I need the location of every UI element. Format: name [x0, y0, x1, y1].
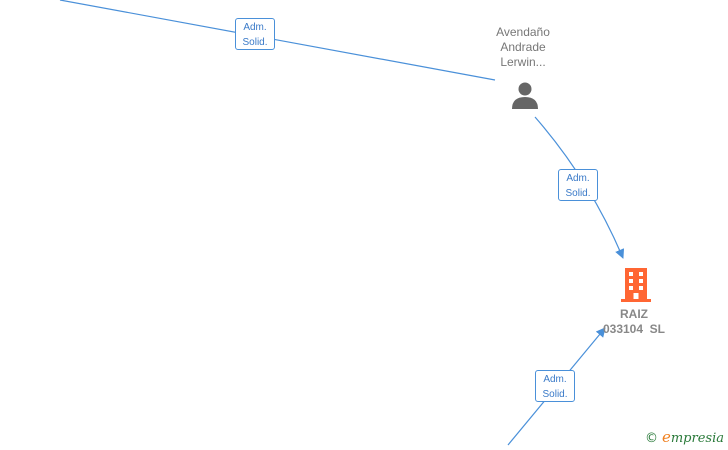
- edge-external-to-person: [59, 0, 496, 81]
- edge-badge-2-line1: Adm.: [566, 173, 590, 184]
- person-label-line3: Lerwin...: [500, 55, 546, 69]
- copyright-icon: ©: [644, 431, 658, 446]
- edge-badge-2-line2: Solid.: [565, 188, 591, 199]
- company-label-line1: RAIZ: [620, 307, 648, 321]
- company-label-line2: 033104 SL: [602, 322, 666, 336]
- person-label-line1: Avendaño: [496, 25, 550, 39]
- person-node-label[interactable]: Avendaño Andrade Lerwin...: [483, 25, 563, 70]
- person-label-line2: Andrade: [500, 40, 546, 54]
- person-icon[interactable]: [510, 80, 540, 110]
- edge-badge-1-line1: Adm.: [243, 22, 267, 33]
- edge-badge-2[interactable]: Adm. Solid.: [558, 169, 598, 201]
- empresia-logo[interactable]: ©empresia: [645, 428, 724, 446]
- edge-badge-3-line1: Adm.: [543, 374, 567, 385]
- edge-badge-3-line2: Solid.: [542, 389, 568, 400]
- edge-badge-1[interactable]: Adm. Solid.: [235, 18, 275, 50]
- brand-initial: e: [661, 428, 671, 446]
- company-node-label[interactable]: RAIZ 033104 SL: [594, 307, 674, 337]
- brand-name: mpresia: [670, 431, 724, 446]
- edge-badge-3[interactable]: Adm. Solid.: [535, 370, 575, 402]
- edge-badge-1-line2: Solid.: [242, 37, 268, 48]
- building-icon[interactable]: [620, 267, 652, 303]
